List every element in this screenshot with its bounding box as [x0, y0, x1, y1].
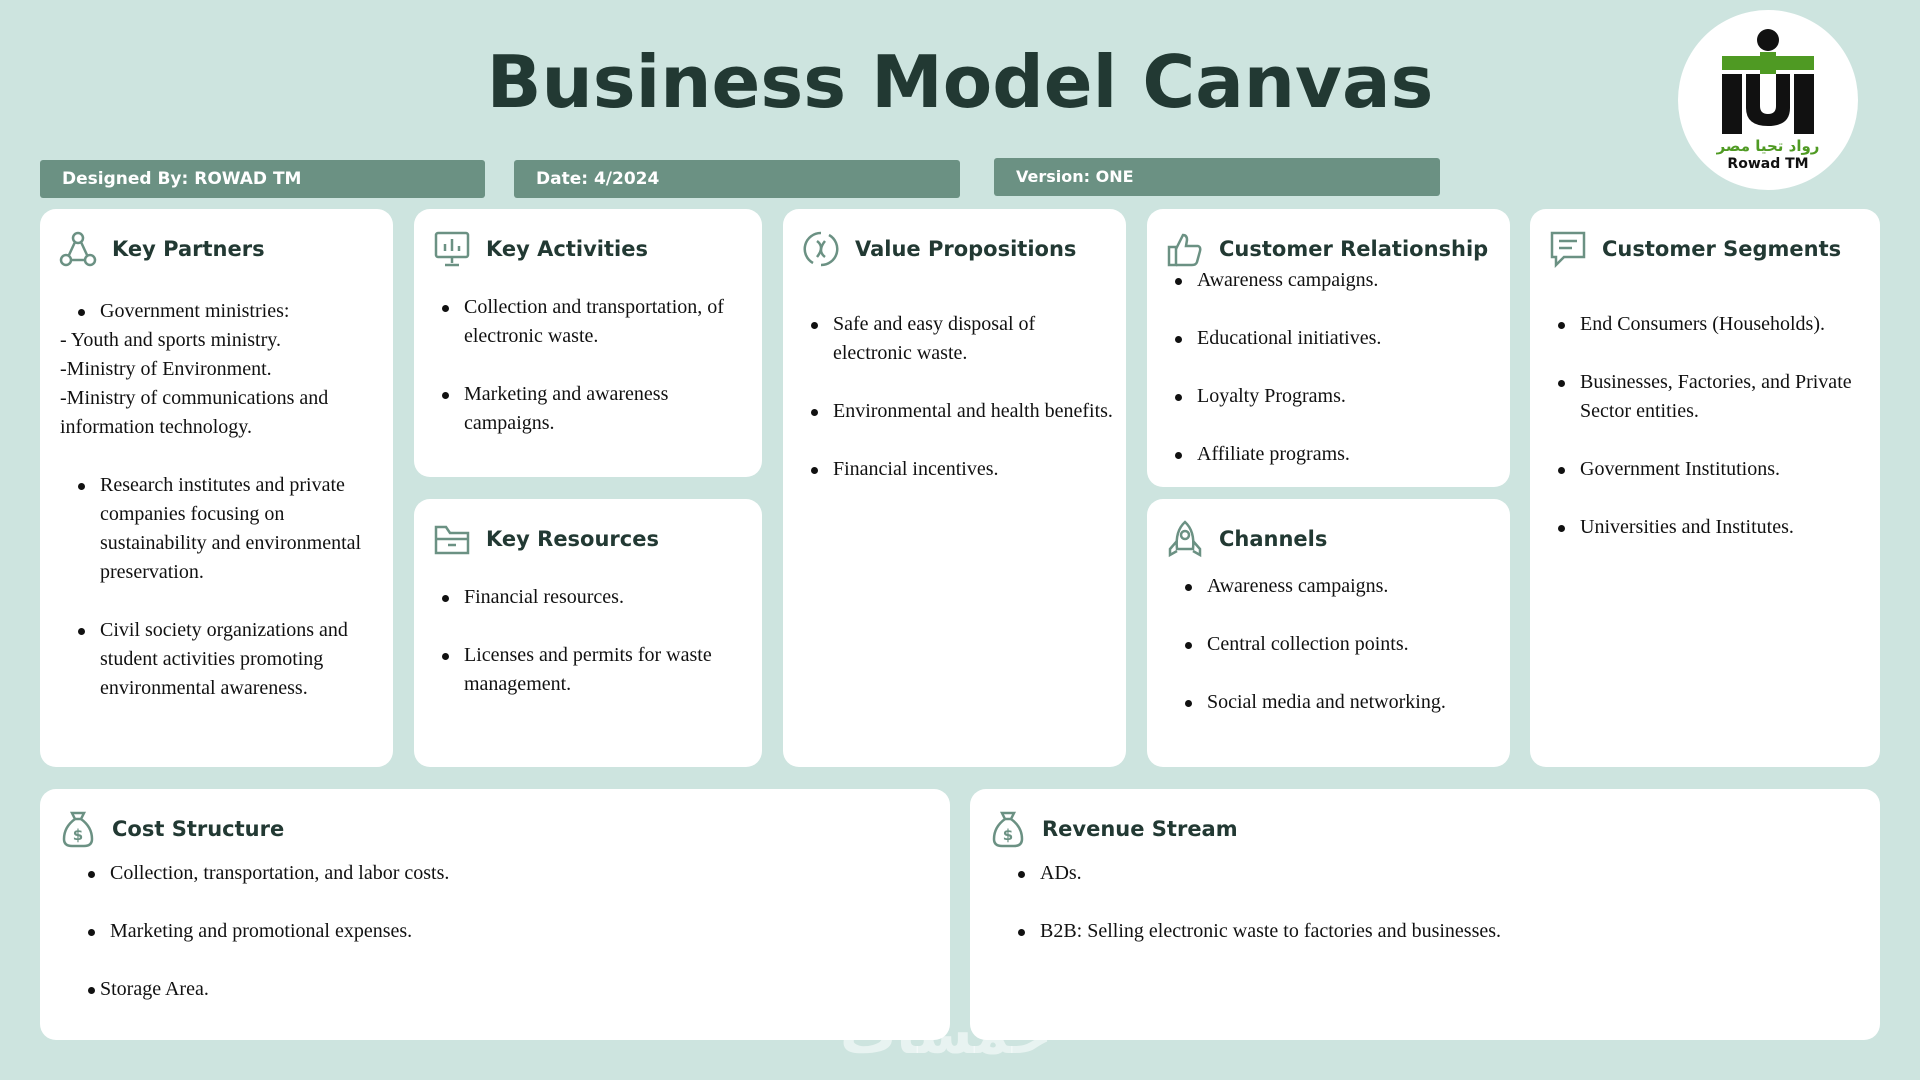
list-item: Awareness campaigns. — [1167, 572, 1502, 601]
thumbs-up-icon — [1165, 229, 1205, 269]
key-resources-title: Key Resources — [486, 527, 659, 551]
list-item: Licenses and permits for waste managemen… — [424, 641, 759, 699]
list-item: Safe and easy disposal of electronic was… — [793, 310, 1118, 368]
key-partners-list: Government ministries: - Youth and sport… — [60, 297, 385, 703]
list-item: B2B: Selling electronic waste to factori… — [1000, 917, 1860, 946]
list-item: Environmental and health benefits. — [793, 397, 1118, 426]
list-subitem: - Youth and sports ministry. — [60, 329, 281, 351]
list-item: Research institutes and private companie… — [60, 471, 385, 587]
revenue-stream-title: Revenue Stream — [1042, 817, 1238, 841]
message-icon — [1548, 229, 1588, 269]
logo-english-text: Rowad TM — [1727, 156, 1809, 172]
svg-text:$: $ — [1003, 826, 1013, 844]
list-item: Social media and networking. — [1167, 688, 1502, 717]
list-subitem: -Ministry of Environment. — [60, 358, 272, 380]
key-partners-title: Key Partners — [112, 237, 265, 261]
revenue-stream-card: $ Revenue Stream ADs. B2B: Selling elect… — [970, 789, 1880, 1040]
cost-structure-title: Cost Structure — [112, 817, 285, 841]
list-item: ADs. — [1000, 859, 1860, 888]
key-activities-list: Collection and transportation, of electr… — [424, 293, 759, 438]
list-item: Affiliate programs. — [1157, 440, 1502, 469]
list-item: Marketing and awareness campaigns. — [424, 380, 759, 438]
customer-segments-card: Customer Segments End Consumers (Househo… — [1530, 209, 1880, 767]
list-item: Educational initiatives. — [1157, 324, 1502, 353]
list-item: Businesses, Factories, and Private Secto… — [1540, 368, 1875, 426]
key-activities-title: Key Activities — [486, 237, 648, 261]
list-item: Collection and transportation, of electr… — [424, 293, 759, 351]
key-activities-card: Key Activities Collection and transporta… — [414, 209, 762, 477]
list-item: Marketing and promotional expenses. — [70, 917, 930, 946]
page-title: Business Model Canvas — [486, 40, 1434, 124]
network-icon — [58, 229, 98, 269]
value-propositions-card: Value Propositions Safe and easy disposa… — [783, 209, 1126, 767]
customer-segments-list: End Consumers (Households). Businesses, … — [1540, 310, 1875, 542]
money-bag-icon: $ — [58, 809, 98, 849]
revenue-stream-list: ADs. B2B: Selling electronic waste to fa… — [1000, 859, 1860, 946]
value-propositions-list: Safe and easy disposal of electronic was… — [793, 310, 1118, 484]
customer-relationship-card: Customer Relationship Awareness campaign… — [1147, 209, 1510, 487]
list-subitem: -Ministry of communications and informat… — [60, 387, 329, 438]
list-item: End Consumers (Households). — [1540, 310, 1875, 339]
list-item: Awareness campaigns. — [1157, 266, 1502, 295]
presentation-chart-icon — [432, 229, 472, 269]
cost-structure-list: Collection, transportation, and labor co… — [70, 859, 930, 1004]
money-bag-icon: $ — [988, 809, 1028, 849]
list-item: Storage Area. — [70, 975, 930, 1004]
value-propositions-title: Value Propositions — [855, 237, 1077, 261]
list-item: Collection, transportation, and labor co… — [70, 859, 930, 888]
version-badge: Version: ONE — [994, 158, 1440, 196]
list-item: Loyalty Programs. — [1157, 382, 1502, 411]
rowad-logo-mark — [1722, 29, 1814, 134]
cycle-icon — [801, 229, 841, 269]
cost-structure-card: $ Cost Structure Collection, transportat… — [40, 789, 950, 1040]
folder-icon — [432, 519, 472, 559]
customer-relationship-title: Customer Relationship — [1219, 237, 1489, 261]
list-item: Universities and Institutes. — [1540, 513, 1875, 542]
list-item: Government ministries: — [60, 297, 385, 326]
channels-list: Awareness campaigns. Central collection … — [1167, 572, 1502, 717]
channels-title: Channels — [1219, 527, 1328, 551]
list-item: Financial incentives. — [793, 455, 1118, 484]
watermark: خمسات — [840, 1002, 1053, 1067]
key-resources-list: Financial resources. Licenses and permit… — [424, 583, 759, 699]
svg-text:$: $ — [73, 826, 83, 844]
rocket-icon — [1165, 519, 1205, 559]
list-item: Central collection points. — [1167, 630, 1502, 659]
channels-card: Channels Awareness campaigns. Central co… — [1147, 499, 1510, 767]
key-partners-card: Key Partners Government ministries: - Yo… — [40, 209, 393, 767]
logo-arabic-text: رواد تحيا مصر — [1716, 137, 1820, 155]
list-item: Government Institutions. — [1540, 455, 1875, 484]
customer-segments-title: Customer Segments — [1602, 237, 1842, 261]
customer-relationship-list: Awareness campaigns. Educational initiat… — [1157, 266, 1502, 469]
list-item: Financial resources. — [424, 583, 759, 612]
designed-by-badge: Designed By: ROWAD TM — [40, 160, 485, 198]
date-badge: Date: 4/2024 — [514, 160, 960, 198]
key-resources-card: Key Resources Financial resources. Licen… — [414, 499, 762, 767]
rowad-logo: رواد تحيا مصر Rowad TM — [1678, 10, 1858, 190]
list-item: Civil society organizations and student … — [60, 616, 385, 703]
